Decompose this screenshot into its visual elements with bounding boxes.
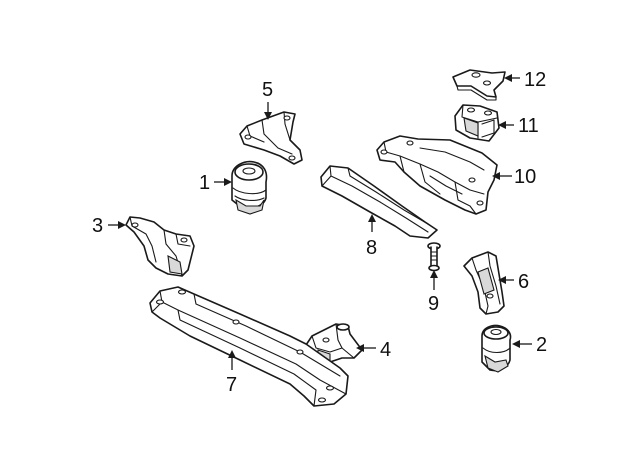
callout-12: 12 [524, 69, 546, 91]
callout-1: 1 [199, 172, 210, 194]
part-7-front-crossmember[interactable] [149, 286, 349, 407]
part-2-engine-mount[interactable] [481, 324, 512, 373]
callout-5: 5 [262, 79, 273, 101]
callout-6: 6 [518, 271, 529, 293]
part-8-support-rail[interactable] [320, 165, 438, 239]
part-9-bolt[interactable] [427, 242, 441, 272]
callout-9: 9 [428, 293, 439, 315]
callout-numbers: 1 2 3 4 5 6 7 8 9 10 11 12 [92, 69, 547, 396]
callout-11: 11 [518, 115, 539, 137]
part-10-transmission-crossmember[interactable] [376, 135, 498, 215]
callout-8: 8 [366, 237, 377, 259]
part-6-mount-bracket[interactable] [463, 251, 505, 315]
part-1-engine-mount[interactable] [231, 160, 268, 215]
callout-10: 10 [514, 166, 536, 188]
callout-7: 7 [226, 374, 237, 396]
callout-leaders [108, 74, 532, 370]
callout-4: 4 [380, 339, 391, 361]
callout-3: 3 [92, 215, 103, 237]
part-5-engine-mount-bracket[interactable] [239, 111, 303, 165]
part-12-mount-plate[interactable] [452, 69, 506, 101]
part-3-engine-support-arm[interactable] [125, 216, 195, 277]
callout-2: 2 [536, 334, 547, 356]
part-11-transmission-mount[interactable] [454, 104, 500, 142]
